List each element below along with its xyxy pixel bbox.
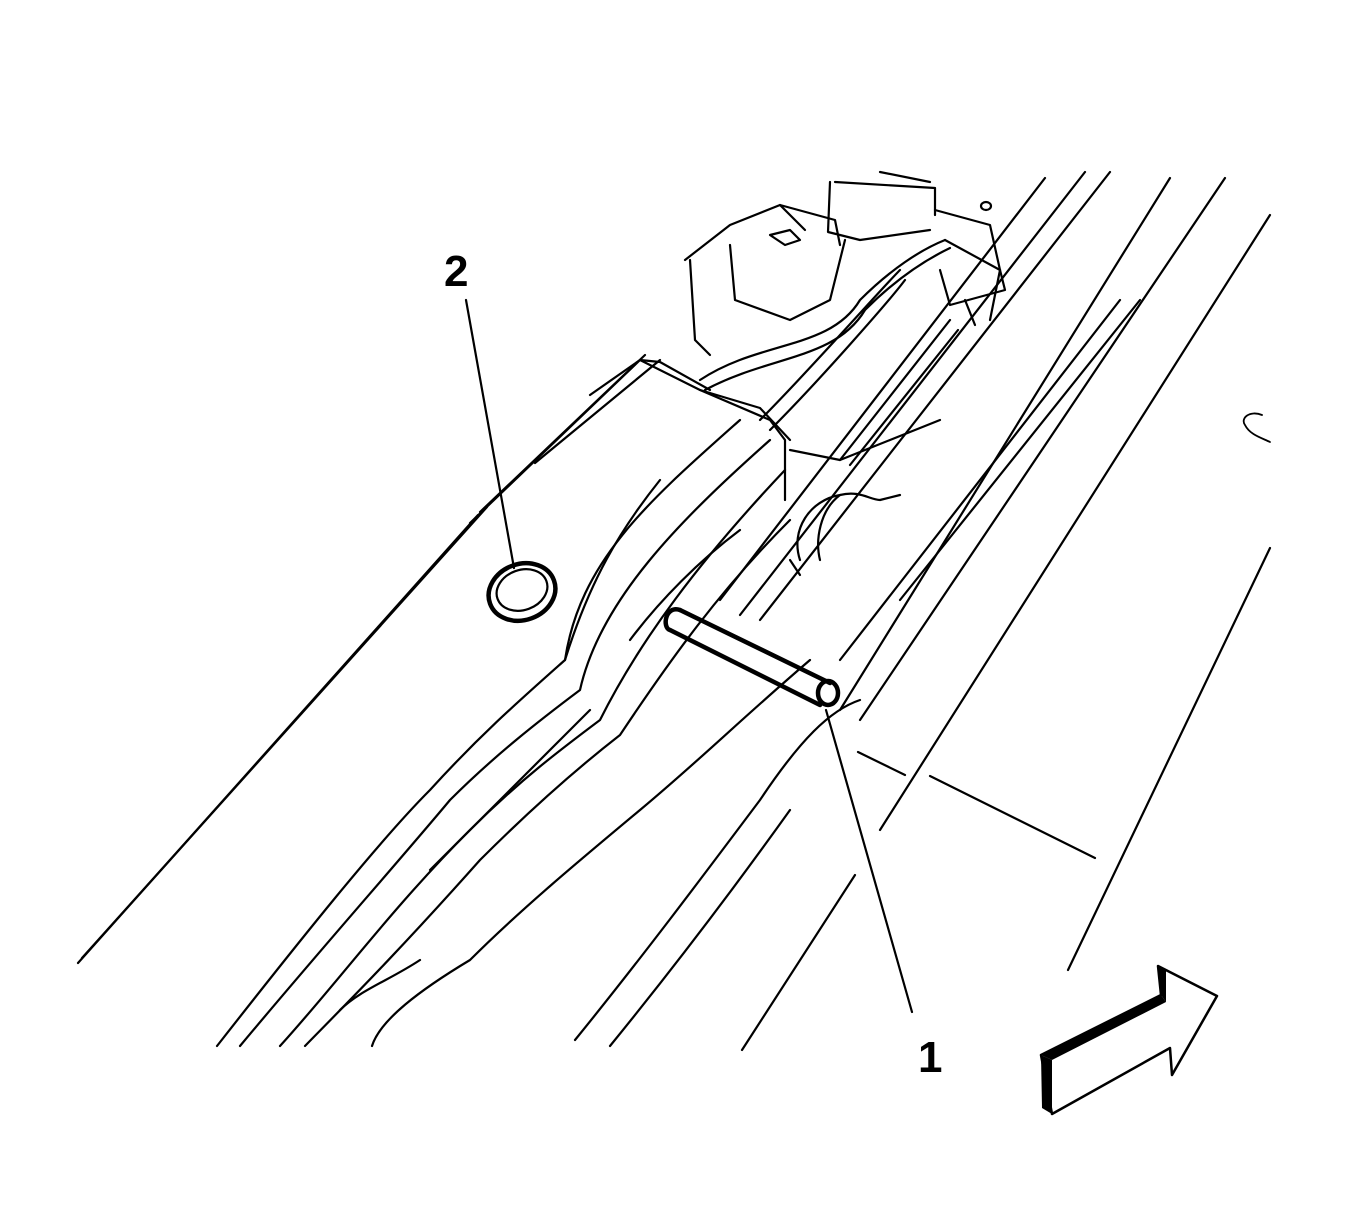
leader-lines [464,298,914,1014]
upper-bracket-structure [588,170,1007,502]
channel-wave-details [428,528,742,872]
channel-mechanism [788,492,902,577]
body-side-lines [573,170,1272,1052]
rocker-rail-channel [215,418,812,1048]
callout-2: 2 [444,247,468,296]
leader-line-1 [824,708,914,1014]
brake-line-tubes [698,238,960,467]
forward-direction-arrow-icon [1039,964,1219,1116]
callout-1: 1 [918,1033,942,1082]
floor-panel-edge-lines [76,353,662,965]
leader-line-2 [464,298,516,570]
locating-pin [663,607,841,708]
floor-plug-grommet [486,560,558,624]
